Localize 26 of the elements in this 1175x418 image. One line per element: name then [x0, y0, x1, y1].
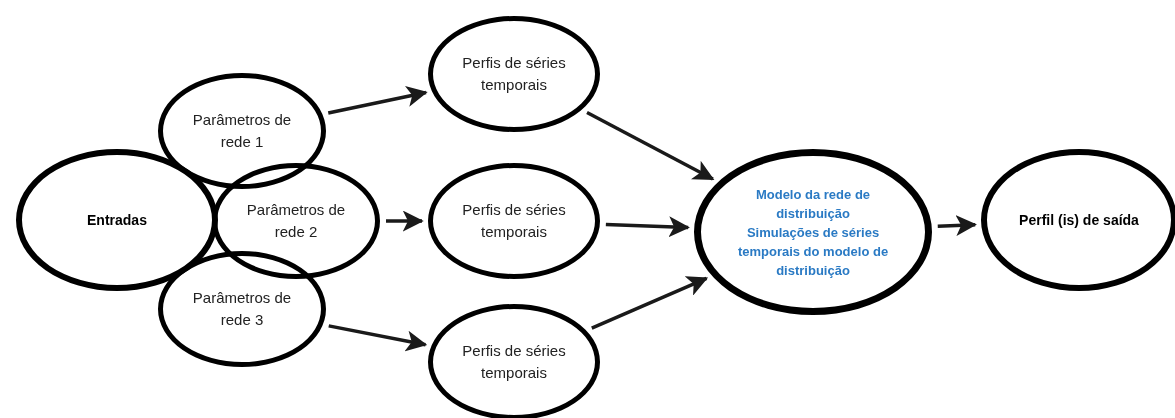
ellipse-node	[158, 251, 326, 367]
arrow	[591, 276, 709, 330]
ellipse-node	[158, 73, 326, 189]
node-label: Modelo da rede de distribuição	[754, 185, 872, 223]
node-label: Perfis de séries temporais	[461, 200, 567, 242]
node-label: Perfis de séries temporais	[461, 53, 567, 95]
node-label: Parâmetros de rede 1	[191, 110, 293, 152]
arrow	[586, 111, 715, 181]
arrow	[386, 210, 424, 232]
node-label: Entradas	[87, 210, 147, 230]
node-label: Perfis de séries temporais	[461, 341, 567, 383]
arrow	[328, 324, 428, 352]
ellipse-node	[428, 304, 600, 418]
node-label: Perfil (is) de saída	[1019, 210, 1139, 230]
node-label: Parâmetros de rede 3	[191, 288, 293, 330]
arrow	[937, 215, 977, 237]
node-label: Parâmetros de rede 2	[245, 200, 347, 242]
ellipse-node	[428, 16, 600, 132]
node-label: Simulações de séries temporais do modelo de distribuição	[736, 223, 890, 280]
ellipse-node	[694, 149, 932, 315]
ellipse-node	[16, 149, 218, 291]
ellipse-node	[981, 149, 1175, 291]
arrow	[327, 86, 428, 115]
ellipse-node	[428, 163, 600, 279]
arrow	[605, 216, 690, 238]
ellipse-node	[212, 163, 380, 279]
